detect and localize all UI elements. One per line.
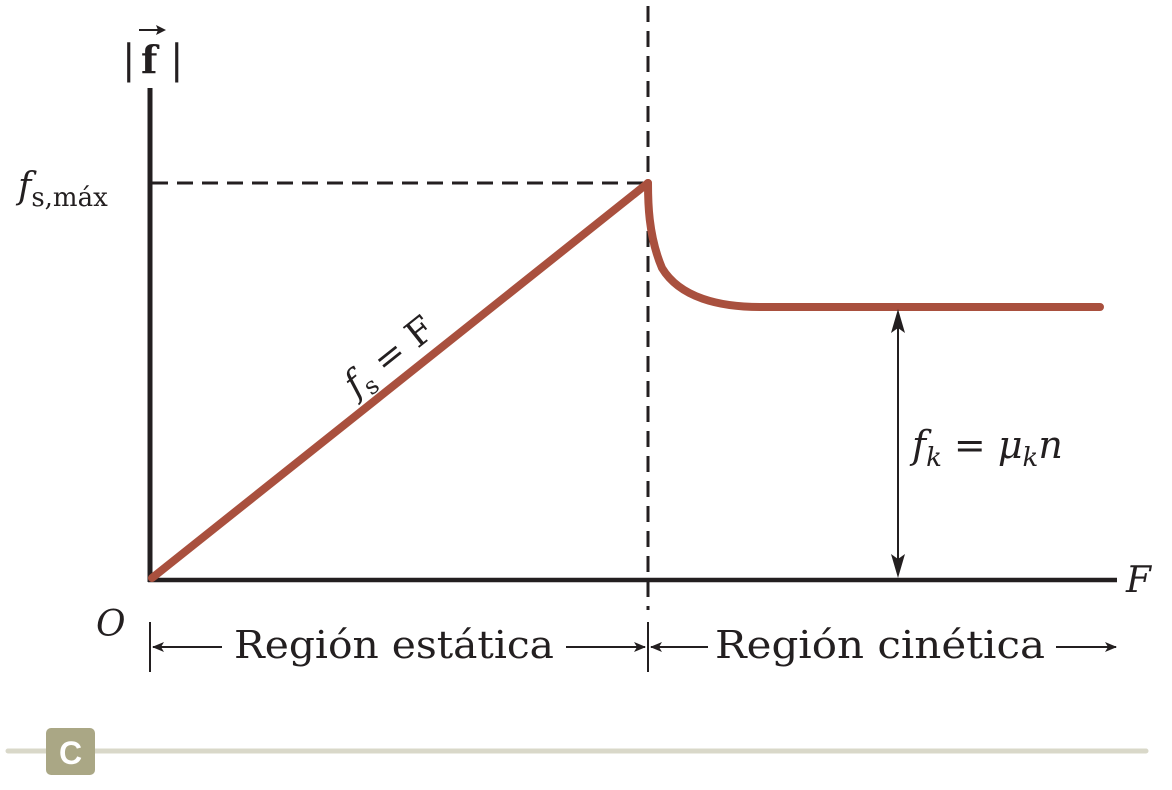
vector-arrow-icon [156, 25, 166, 35]
kinetic-label-rest: n [1038, 423, 1062, 467]
kinetic-label-mid: = μ [942, 423, 1023, 467]
origin-label: O [96, 604, 126, 645]
y-axis-label-left-bar: | [122, 37, 135, 83]
kinetic-label-sub: k [926, 443, 942, 473]
kinetic-label: fk = μkn [909, 423, 1063, 473]
fs-max-sub: s,máx [31, 183, 108, 213]
kinetic-arrow-down-icon [891, 554, 905, 578]
static-region-label: Región estática [234, 623, 554, 667]
kinetic-region-label: Región cinética [715, 623, 1045, 667]
kinetic-label-sub2: k [1023, 443, 1039, 473]
x-axis-label: F [1125, 560, 1153, 601]
static-friction-line [148, 179, 652, 582]
kinetic-arrow-up-icon [891, 309, 905, 333]
kinetic-friction-curve [644, 179, 1104, 311]
y-axis-label-right-bar: | [170, 37, 183, 83]
fs-max-label: fs,máx [15, 166, 108, 213]
panel-badge [46, 728, 95, 775]
y-axis-label-symbol: f [141, 37, 160, 82]
panel-badge-label: C [59, 735, 82, 771]
